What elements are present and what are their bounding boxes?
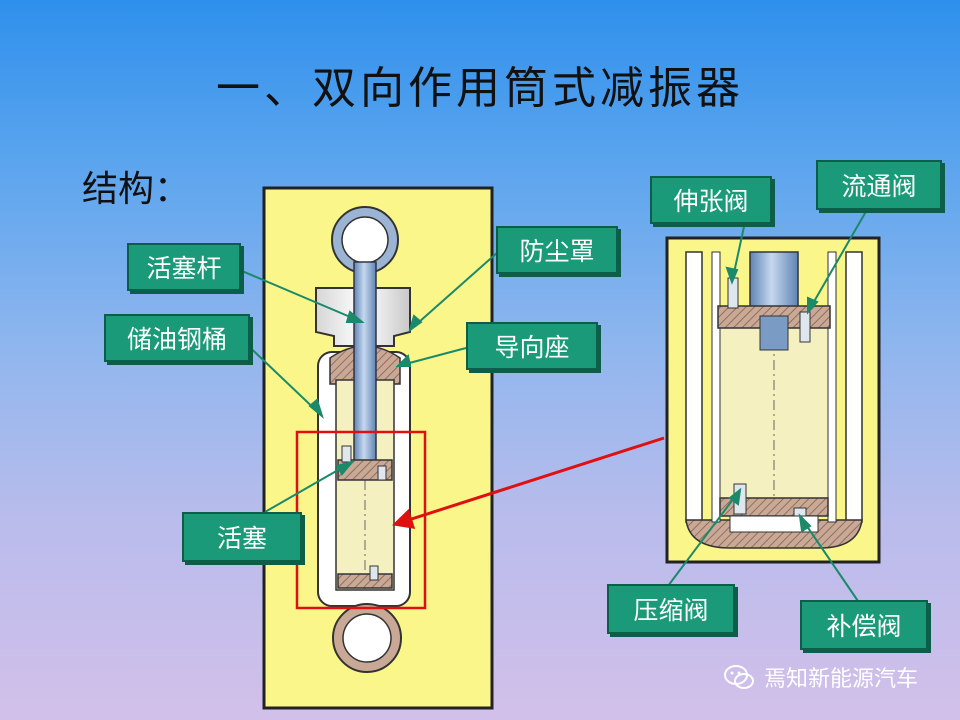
piston-rod-shape [353,261,377,475]
label-piston-rod: 活塞杆 [127,243,241,291]
base-valve-shape [337,573,393,589]
label-compression-valve: 压缩阀 [607,584,735,634]
main-assembly [262,186,494,710]
label-reservoir-tube: 储油钢桶 [104,314,250,362]
detail-pointer-arrow [392,436,665,529]
label-rebound-valve: 伸张阀 [650,176,772,224]
label-guide-seat: 导向座 [466,322,598,370]
watermark: 焉知新能源汽车 [722,660,918,694]
leader-lines [234,207,869,605]
label-compensation-valve: 补偿阀 [800,600,928,650]
label-flow-valve: 流通阀 [816,160,942,210]
watermark-text: 焉知新能源汽车 [764,667,919,692]
label-piston: 活塞 [182,512,302,562]
detail-view [665,236,881,564]
slide-title: 一、双向作用筒式减振器 [216,63,744,114]
structure-heading: 结构： [82,169,191,210]
wechat-icon [724,665,754,689]
label-dust-cover: 防尘罩 [496,226,618,274]
